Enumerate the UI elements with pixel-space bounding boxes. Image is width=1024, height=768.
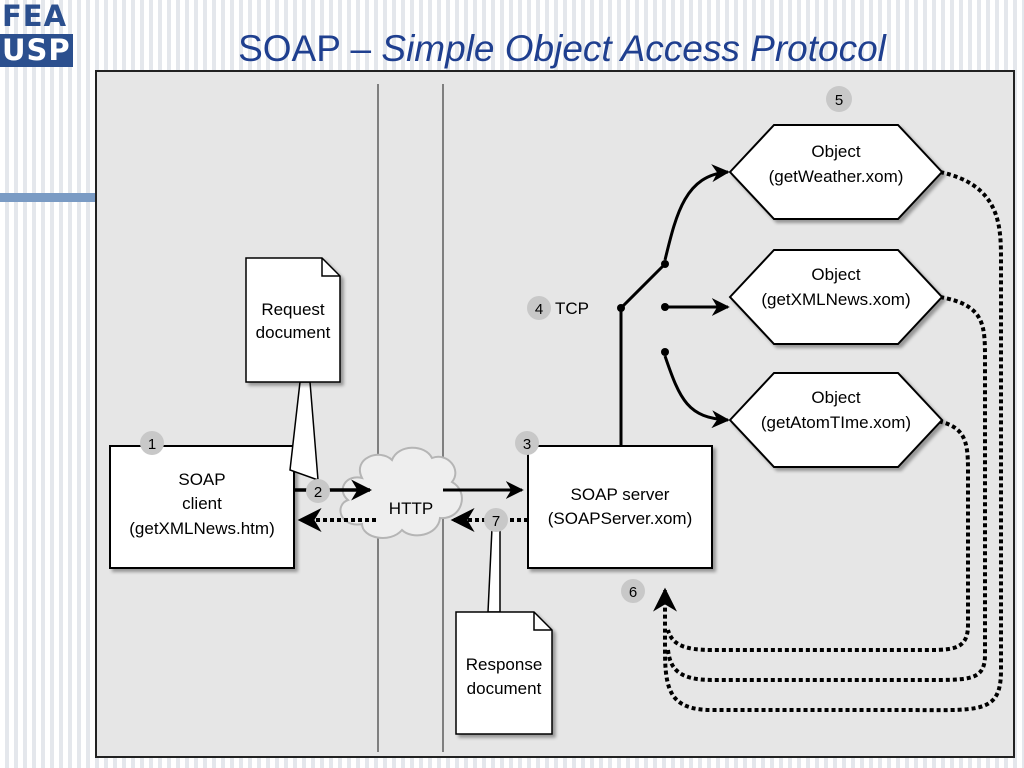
step-badge-4: 4 [527,296,551,320]
client-line-2: client [182,494,222,513]
step-badge-7: 7 [484,508,508,532]
logo-text-usp: USP [0,33,73,67]
step-badge-1: 1 [140,431,164,455]
response-doc-line-1: Response [466,655,543,674]
server-line-2: (SOAPServer.xom) [548,509,693,528]
arrow-to-atomtime-object [663,355,730,429]
soap-client-box: SOAP client (getXMLNews.htm) [109,445,295,569]
client-line-1: SOAP [178,470,225,489]
server-line-1: SOAP server [571,485,670,504]
return-path-atomtime [666,418,970,652]
tcp-junction-dot [617,304,625,312]
fea-usp-logo: FEA USP [0,0,78,72]
svg-text:1: 1 [148,436,156,453]
step-badge-2: 2 [306,479,330,503]
object-weather-line-1: Object [811,142,860,161]
svg-text:7: 7 [492,513,500,530]
step-badge-6: 6 [621,579,645,603]
object-atomtime-line-1: Object [811,388,860,407]
object-weather-line-2: (getWeather.xom) [769,167,904,186]
step-badge-3: 3 [515,431,539,455]
title-italic: Simple Object Access Protocol [381,28,886,69]
object-xmlnews-line-1: Object [811,265,860,284]
svg-text:5: 5 [835,92,843,109]
switch-contact-atomtime [661,348,669,356]
step-badge-5: 5 [826,86,852,112]
switch-contact-weather [661,260,669,268]
object-getweather: Object (getWeather.xom) [728,124,944,220]
title-plain: SOAP – [238,28,382,69]
slide-title: SOAP – Simple Object Access Protocol [0,28,1024,70]
return-path-xmlnews [666,295,987,682]
logo-text-fea: FEA [2,0,68,33]
tcp-label: TCP [555,299,589,318]
request-document: Request document [245,257,341,482]
response-doc-line-2: document [467,679,542,698]
decorative-bar [0,193,96,202]
object-atomtime-line-2: (getAtomTIme.xom) [761,413,911,432]
http-cloud [339,446,463,539]
return-path-weather [653,170,1003,713]
object-xmlnews-line-2: (getXMLNews.xom) [761,290,910,309]
client-line-3: (getXMLNews.htm) [129,519,274,538]
soap-server-box: SOAP server (SOAPServer.xom) [527,445,713,569]
svg-text:6: 6 [629,584,637,601]
arrow-to-weather-object [663,164,730,261]
response-document: Response document [455,527,553,735]
svg-text:4: 4 [535,301,543,318]
svg-text:2: 2 [314,484,322,501]
http-label: HTTP [389,499,433,518]
soap-diagram: SOAP client (getXMLNews.htm) SOAP server… [95,70,1015,758]
request-doc-line-2: document [256,323,331,342]
object-getatomtime: Object (getAtomTIme.xom) [728,372,944,468]
object-getxmlnews: Object (getXMLNews.xom) [728,249,944,345]
svg-text:3: 3 [523,436,531,453]
request-doc-line-1: Request [261,300,325,319]
